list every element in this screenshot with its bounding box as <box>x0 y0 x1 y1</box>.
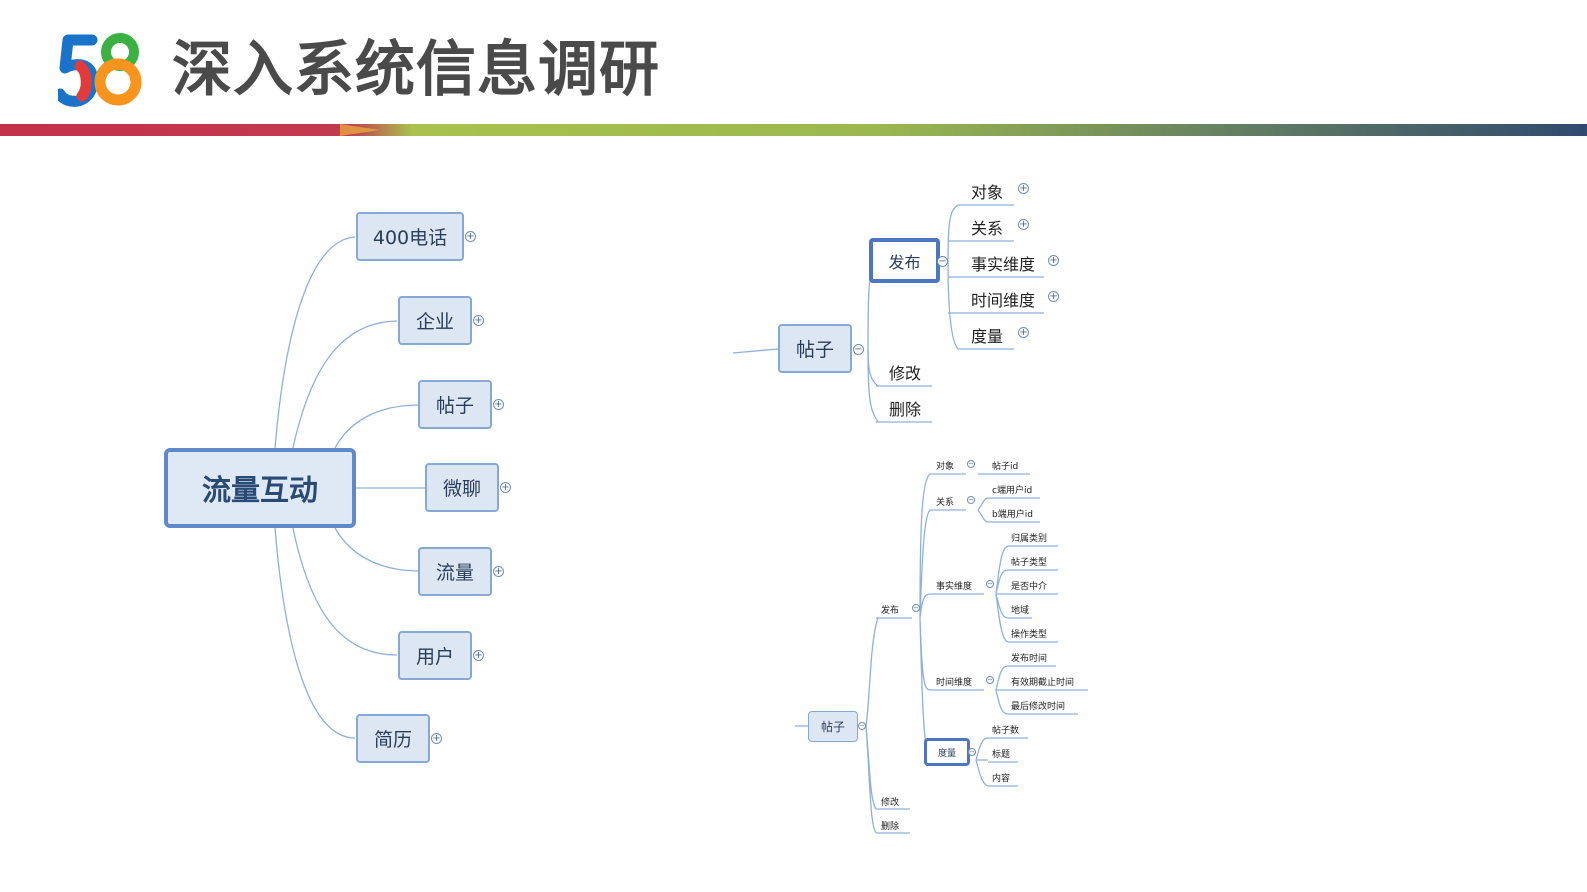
post-node[interactable]: 帖子 <box>778 324 852 373</box>
collapse-icon[interactable]: − <box>968 747 976 756</box>
measure-label[interactable]: 度量 <box>971 327 1004 346</box>
is-agent-label: 是否中介 <box>1011 582 1048 592</box>
branch-node-traffic[interactable]: 流量 <box>418 547 492 596</box>
expand-icon[interactable]: + <box>431 732 442 744</box>
expand-icon[interactable]: + <box>1048 290 1059 302</box>
collapse-icon[interactable]: − <box>912 603 920 612</box>
category-label: 归属类别 <box>1011 534 1048 544</box>
branch-node-resume[interactable]: 简历 <box>356 714 430 763</box>
publish-node[interactable]: 发布 <box>869 238 940 283</box>
collapse-icon[interactable]: − <box>853 343 864 355</box>
expand-icon[interactable]: + <box>500 481 511 493</box>
post-id-label: 帖子id <box>992 462 1019 472</box>
branch-node-user[interactable]: 用户 <box>398 631 472 680</box>
collapse-icon[interactable]: − <box>858 721 866 730</box>
relation-label[interactable]: 关系 <box>971 219 1004 238</box>
publish-label[interactable]: 发布 <box>881 606 900 616</box>
fact-dimension-label[interactable]: 事实维度 <box>971 255 1036 274</box>
collapse-icon[interactable]: − <box>967 495 975 504</box>
time-dimension-label[interactable]: 时间维度 <box>971 291 1036 310</box>
post-content-label: 内容 <box>992 774 1011 784</box>
expand-icon[interactable]: + <box>1018 326 1029 338</box>
post-title-label: 标题 <box>992 750 1011 760</box>
expiry-time-label: 有效期截止时间 <box>1011 678 1075 688</box>
relation-label[interactable]: 关系 <box>936 498 955 508</box>
decorative-banner <box>0 124 1587 136</box>
fact-dimension-label[interactable]: 事实维度 <box>936 582 973 592</box>
expand-icon[interactable]: + <box>1048 254 1059 266</box>
delete-label[interactable]: 删除 <box>889 400 922 419</box>
object-label[interactable]: 对象 <box>971 183 1004 202</box>
branch-node-enterprise[interactable]: 企业 <box>398 296 472 345</box>
modify-label[interactable]: 修改 <box>881 798 900 808</box>
collapse-icon[interactable]: − <box>986 675 994 684</box>
post-node-detailed[interactable]: 帖子 <box>808 711 858 742</box>
c-user-id-label: c端用户id <box>992 486 1033 496</box>
b-user-id-label: b端用户id <box>992 510 1033 520</box>
expand-icon[interactable]: + <box>1018 218 1029 230</box>
collapse-icon[interactable]: − <box>986 579 994 588</box>
expand-icon[interactable]: + <box>493 398 504 410</box>
expand-icon[interactable]: + <box>1018 182 1029 194</box>
expand-icon[interactable]: + <box>465 230 476 242</box>
last-modified-label: 最后修改时间 <box>1011 702 1066 712</box>
operation-type-label: 操作类型 <box>1011 630 1048 640</box>
delete-label[interactable]: 删除 <box>881 822 900 832</box>
modify-label[interactable]: 修改 <box>889 364 922 383</box>
branch-node-post[interactable]: 帖子 <box>418 380 492 429</box>
root-node-traffic-interaction[interactable]: 流量互动 <box>164 448 356 528</box>
branch-node-400-phone[interactable]: 400电话 <box>356 212 464 261</box>
collapse-icon[interactable]: − <box>967 459 975 468</box>
58-logo <box>58 33 142 107</box>
object-label[interactable]: 对象 <box>936 462 955 472</box>
measure-node[interactable]: 度量 <box>924 738 970 766</box>
expand-icon[interactable]: + <box>473 314 484 326</box>
post-count-label: 帖子数 <box>992 726 1020 736</box>
page-title: 深入系统信息调研 <box>172 35 660 105</box>
expand-icon[interactable]: + <box>473 649 484 661</box>
expand-icon[interactable]: + <box>493 565 504 577</box>
region-label: 地域 <box>1011 606 1030 616</box>
time-dimension-label[interactable]: 时间维度 <box>936 678 973 688</box>
post-type-label: 帖子类型 <box>1011 558 1048 568</box>
collapse-icon[interactable]: − <box>937 255 948 267</box>
publish-time-label: 发布时间 <box>1011 654 1048 664</box>
branch-node-wechat[interactable]: 微聊 <box>425 463 499 512</box>
